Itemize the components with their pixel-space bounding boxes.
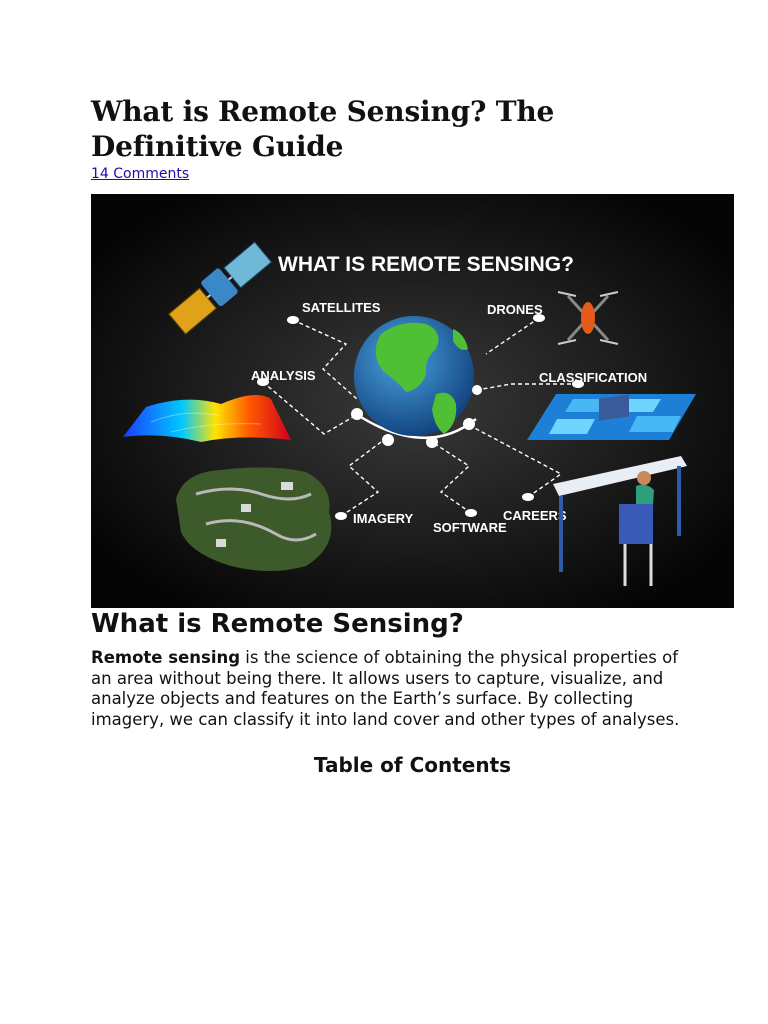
page-title: What is Remote Sensing? The Definitive G… — [91, 95, 555, 163]
intro-paragraph: Remote sensing is the science of obtaini… — [91, 648, 691, 730]
article: What is Remote Sensing? The Definitive G… — [91, 94, 734, 778]
intro-text: is the science of obtaining the physical… — [91, 648, 680, 729]
section-heading: What is Remote Sensing? — [91, 609, 464, 639]
connector-dots — [257, 314, 584, 520]
label-imagery: IMAGERY — [353, 511, 414, 526]
hero-heading: WHAT IS REMOTE SENSING? — [278, 253, 574, 276]
comments-link[interactable]: 14 Comments — [91, 166, 190, 182]
connector-lines — [262, 317, 578, 517]
analysis-heatmap-icon — [123, 395, 291, 442]
intro-bold-term: Remote sensing — [91, 648, 241, 667]
label-software: SOFTWARE — [433, 520, 507, 535]
label-satellites: SATELLITES — [302, 300, 381, 315]
drone-icon — [557, 291, 619, 345]
aerial-imagery-icon — [176, 467, 332, 571]
toc-heading: Table of Contents — [313, 753, 512, 777]
satellite-icon — [168, 241, 273, 335]
globe-icon — [354, 316, 474, 436]
label-careers: CAREERS — [503, 508, 567, 523]
hero-image: WHAT IS REMOTE SENSING? — [91, 194, 734, 608]
label-analysis: ANALYSIS — [251, 368, 316, 383]
label-classification: CLASSIFICATION — [539, 370, 647, 385]
person-at-desk-icon — [553, 394, 687, 586]
label-drones: DRONES — [487, 302, 543, 317]
